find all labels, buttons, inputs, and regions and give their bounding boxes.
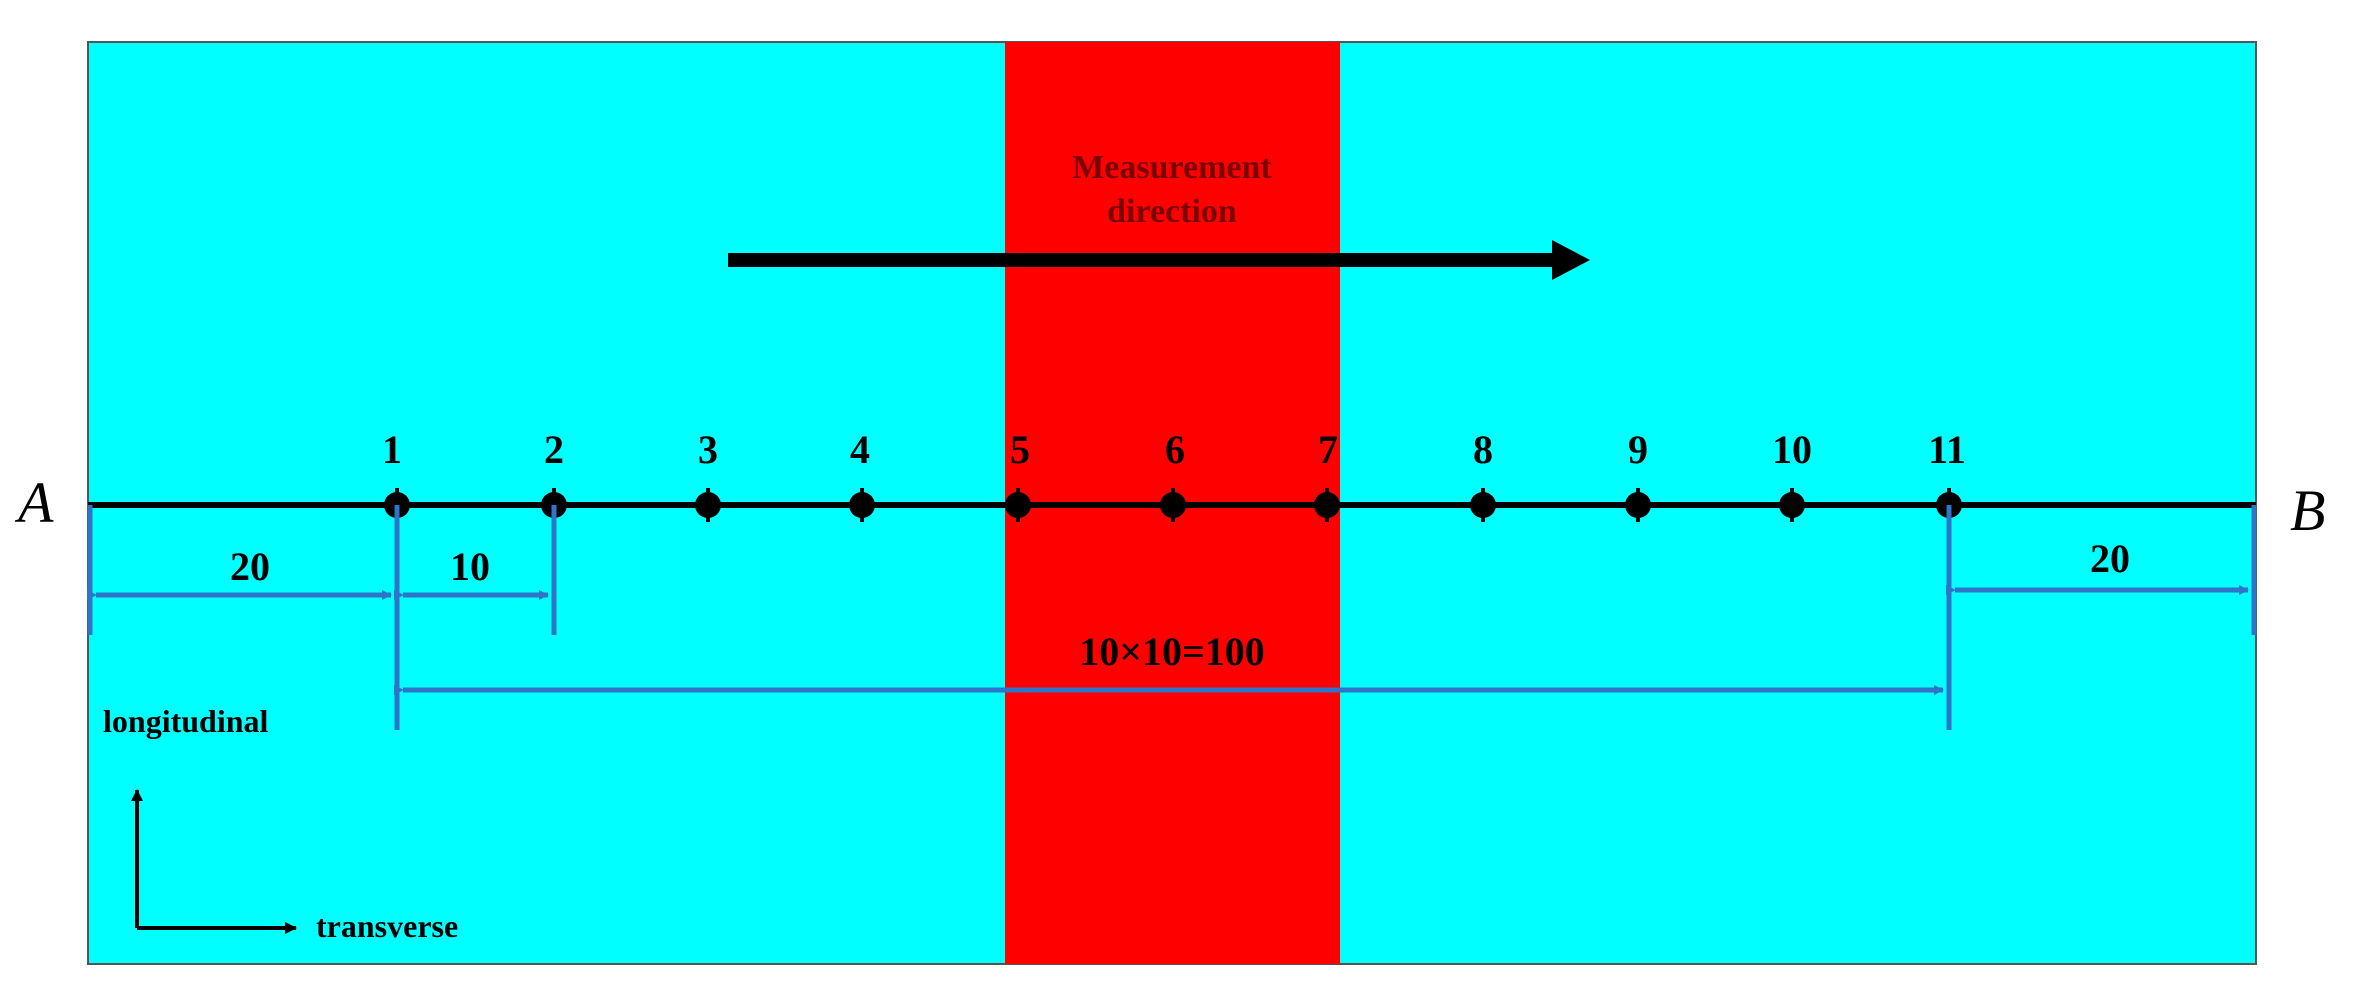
endpoint-b-label: B: [2290, 478, 2325, 543]
axis-indicator: [131, 789, 297, 934]
dim-total-span-label: 10×10=100: [1079, 629, 1265, 674]
point-7: 7: [1314, 427, 1340, 522]
point-9: 9: [1625, 427, 1651, 522]
point-label: 9: [1628, 427, 1648, 472]
point-label: 5: [1010, 427, 1030, 472]
point-10: 10: [1772, 427, 1812, 522]
axis-vertical-label: longitudinal: [103, 703, 269, 739]
point-5: 5: [1005, 427, 1031, 522]
point-label: 6: [1165, 427, 1185, 472]
point-4: 4: [849, 427, 875, 522]
dimension-lines: [87, 505, 2257, 730]
dim-right-offset-label: 20: [2090, 536, 2130, 581]
endpoint-a-label: A: [14, 470, 54, 535]
axis-horizontal-label: transverse: [316, 908, 458, 944]
measurement-label-line1: Measurement: [1072, 149, 1272, 186]
point-8: 8: [1470, 427, 1496, 522]
point-label: 7: [1318, 427, 1338, 472]
measurement-label-line2: direction: [1107, 193, 1237, 230]
point-label: 2: [544, 427, 564, 472]
dim-left-offset-label: 20: [230, 544, 270, 589]
dim-first-spacing-label: 10: [450, 544, 490, 589]
point-label: 1: [382, 427, 402, 472]
point-3: 3: [695, 427, 721, 522]
point-label: 8: [1473, 427, 1493, 472]
point-label: 3: [698, 427, 718, 472]
point-label: 10: [1772, 427, 1812, 472]
point-label: 4: [850, 427, 870, 472]
measurement-direction-arrowhead: [1552, 240, 1590, 280]
point-6: 6: [1160, 427, 1186, 522]
point-label: 11: [1928, 427, 1966, 472]
